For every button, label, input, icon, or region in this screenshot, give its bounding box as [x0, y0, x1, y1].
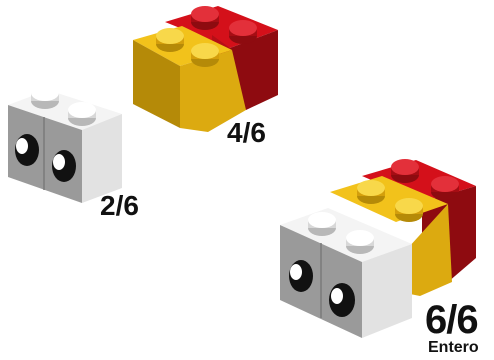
- eye-icon: [329, 283, 355, 317]
- fraction-label-6-6: 6/6: [425, 300, 478, 340]
- yellow-stud: [357, 180, 385, 204]
- brick-group-4-6: [133, 6, 278, 132]
- red-stud: [191, 6, 219, 30]
- white-stud: [346, 230, 374, 254]
- white-brick-2x2: [280, 208, 412, 338]
- fraction-label-4-6: 4/6: [227, 119, 266, 147]
- eye-icon: [289, 260, 313, 292]
- yellow-stud: [156, 28, 184, 52]
- red-stud: [391, 159, 419, 183]
- white-stud: [68, 102, 96, 126]
- yellow-stud: [191, 43, 219, 67]
- eye-icon: [52, 150, 76, 182]
- eye-icon: [15, 134, 39, 166]
- white-stud: [308, 212, 336, 236]
- red-stud: [229, 20, 257, 44]
- whole-caption: Entero: [428, 340, 479, 356]
- fraction-label-2-6: 2/6: [100, 192, 139, 220]
- red-stud: [431, 176, 459, 200]
- brick-group-2-6: [8, 85, 122, 203]
- yellow-stud: [395, 198, 423, 222]
- white-stud: [31, 85, 59, 109]
